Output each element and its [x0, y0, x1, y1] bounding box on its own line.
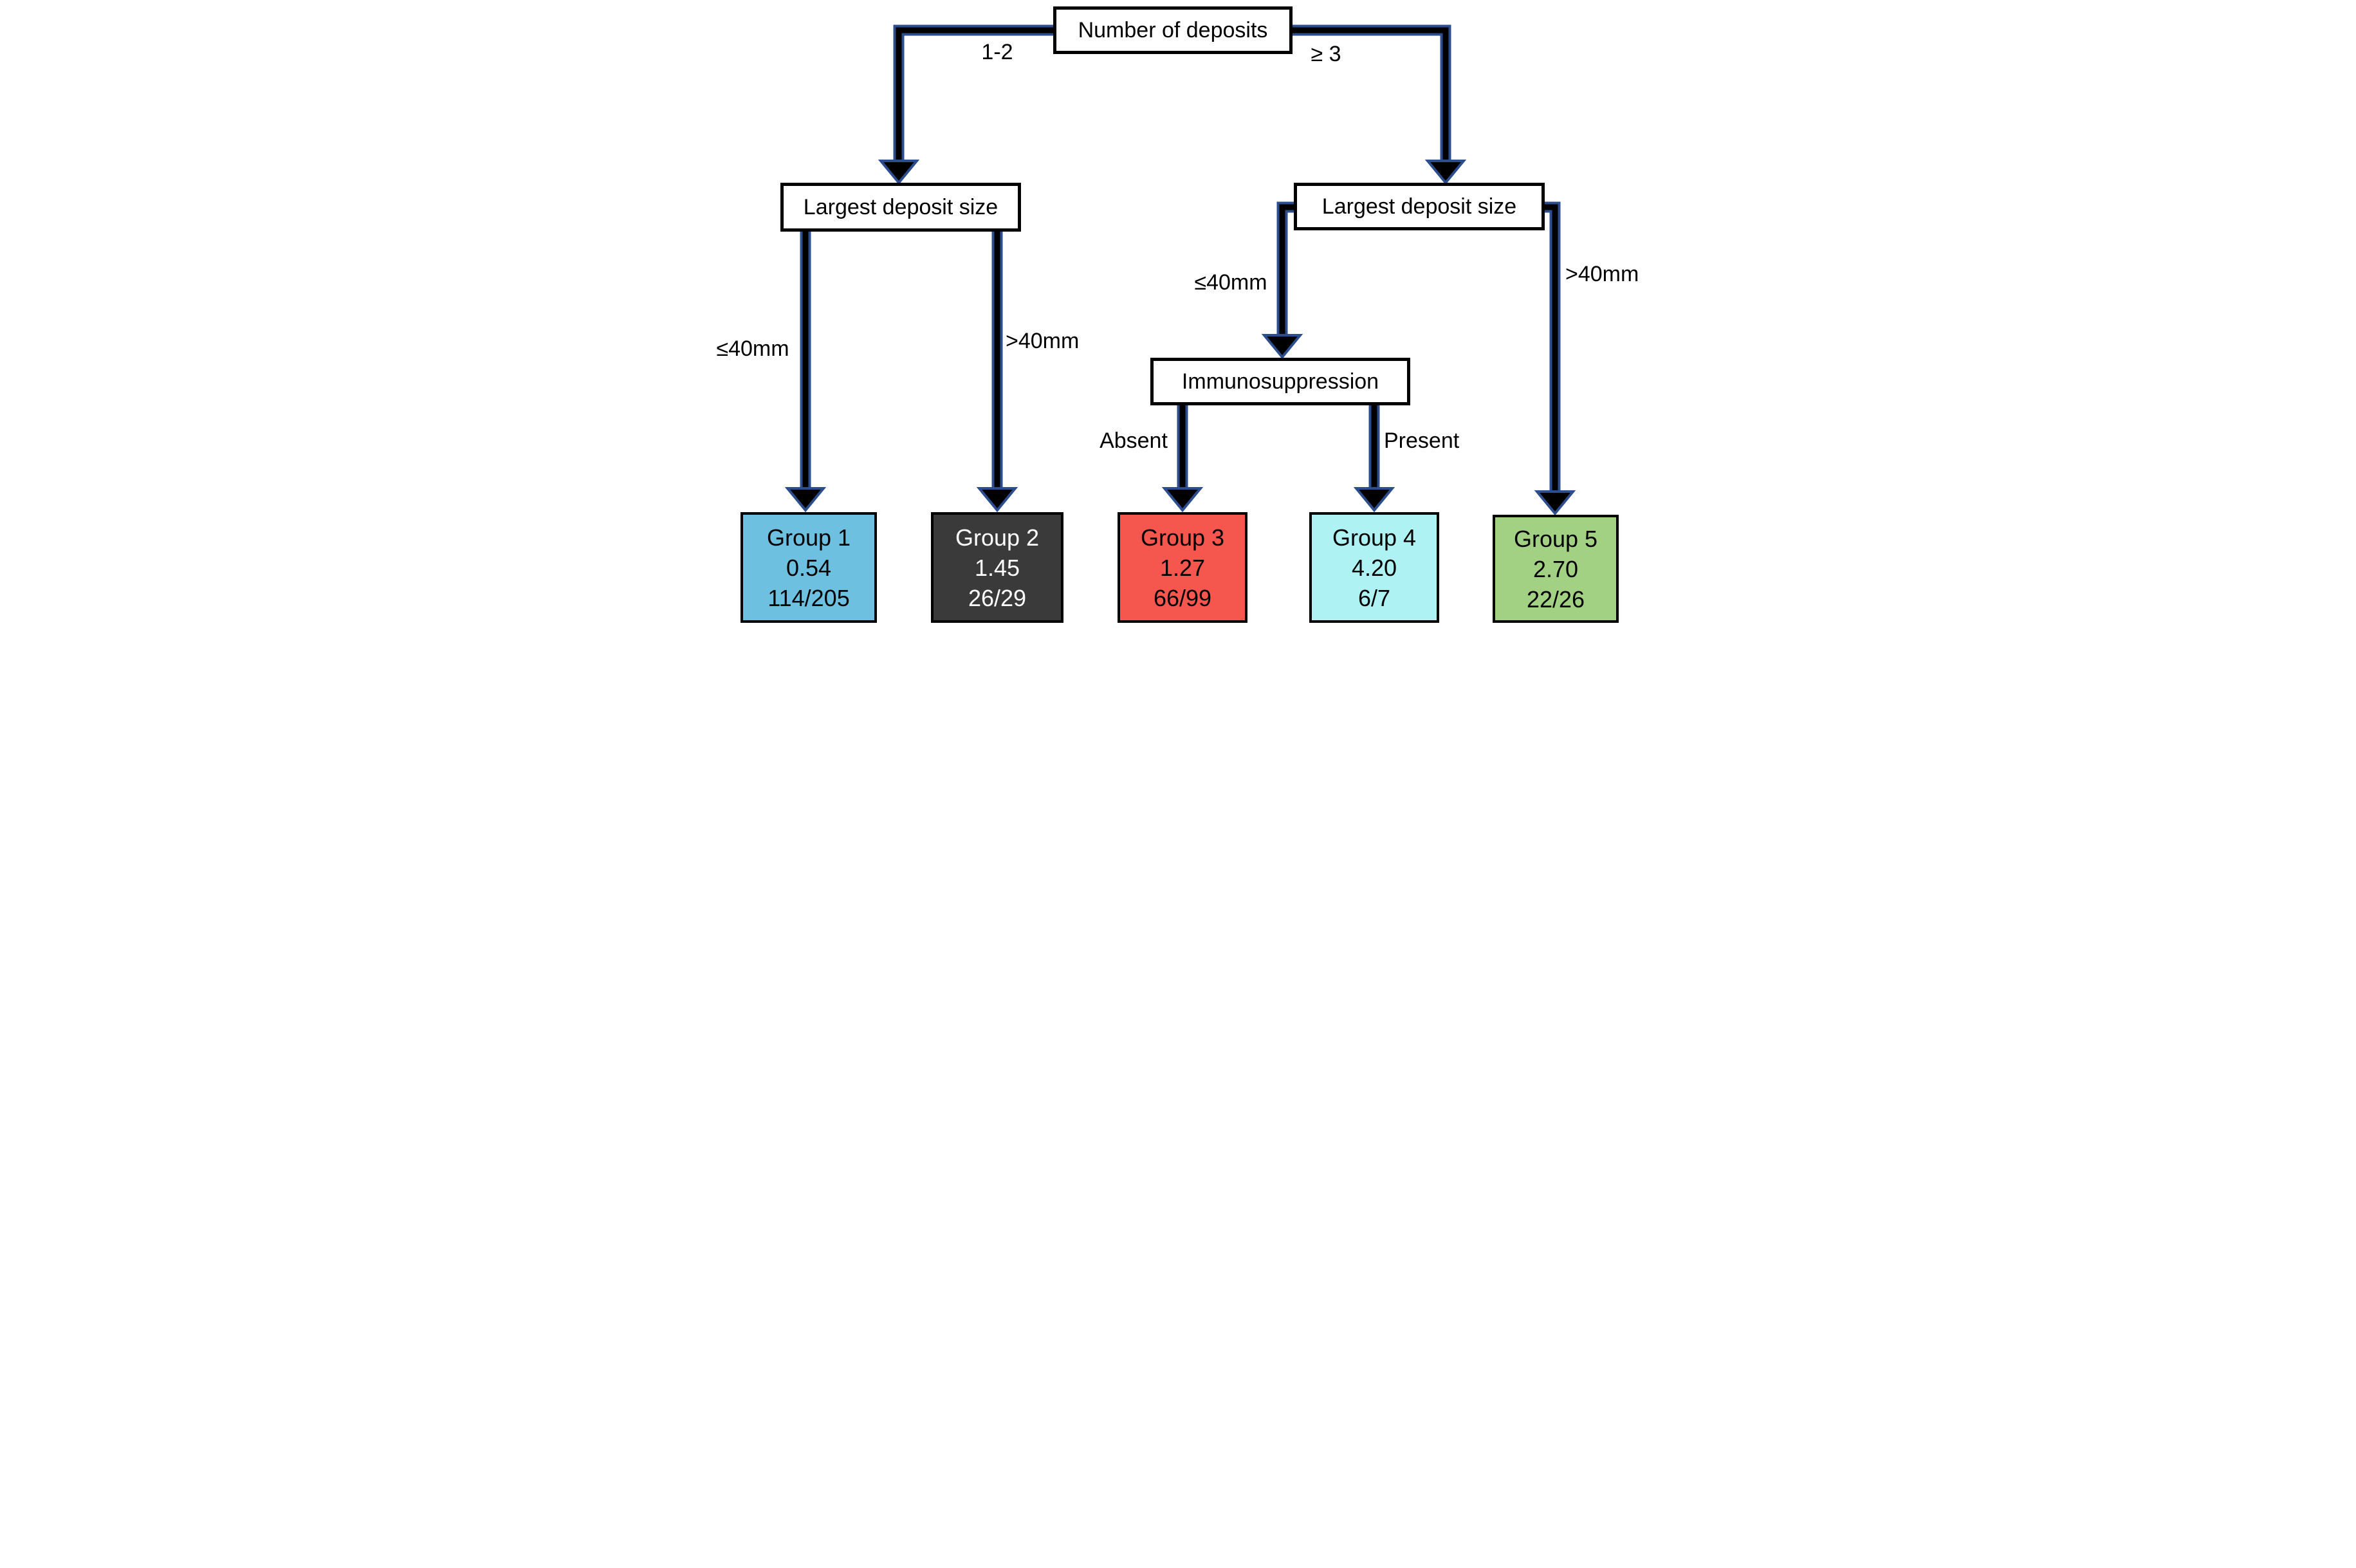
node-left-largest-deposit-size-label: Largest deposit size	[803, 194, 999, 219]
edge-label-present: Present	[1384, 429, 1460, 453]
node-immunosuppression-label: Immunosuppression	[1181, 369, 1379, 394]
edge-label-absent: Absent	[1100, 429, 1168, 453]
group4-name: Group 4	[1332, 524, 1417, 551]
arrowhead-right-size	[1424, 160, 1467, 185]
arrowhead-left-size	[878, 160, 920, 185]
edge-label-right-le40mm: ≤40mm	[1194, 270, 1267, 295]
group2-box: Group 2 1.45 26/29	[931, 512, 1063, 623]
edge-label-ge-3: ≥ 3	[1311, 42, 1341, 66]
group2-name: Group 2	[955, 524, 1040, 551]
node-number-of-deposits-label: Number of deposits	[1078, 17, 1268, 42]
decision-tree-diagram: Number of deposits Largest deposit size …	[707, 0, 1649, 627]
node-left-largest-deposit-size: Largest deposit size	[780, 183, 1021, 232]
group4-box: Group 4 4.20 6/7	[1309, 512, 1439, 623]
edge-label-left-le40mm: ≤40mm	[716, 337, 789, 361]
node-immunosuppression: Immunosuppression	[1150, 358, 1410, 405]
node-right-largest-deposit-size: Largest deposit size	[1294, 183, 1545, 230]
edge-root-to-right-size-line	[1293, 27, 1449, 162]
node-number-of-deposits: Number of deposits	[1053, 6, 1293, 54]
group2-value: 1.45	[974, 554, 1020, 581]
group2-fraction: 26/29	[968, 584, 1027, 611]
group5-name: Group 5	[1513, 525, 1598, 552]
group1-box: Group 1 0.54 114/205	[741, 512, 877, 623]
edge-label-right-gt40mm: >40mm	[1565, 262, 1639, 286]
group3-fraction: 66/99	[1153, 584, 1212, 611]
edge-label-left-gt40mm: >40mm	[1006, 329, 1080, 353]
node-right-largest-deposit-size-label: Largest deposit size	[1321, 194, 1517, 219]
group3-name: Group 3	[1140, 524, 1225, 551]
edge-rightsize-to-immuno-line	[1279, 204, 1294, 337]
group1-fraction: 114/205	[768, 584, 850, 611]
group4-value: 4.20	[1351, 554, 1397, 581]
group5-fraction: 22/26	[1526, 586, 1585, 613]
arrowhead-group1	[784, 487, 827, 513]
edge-root-to-left-size-line	[896, 27, 1053, 162]
group5-box: Group 5 2.70 22/26	[1493, 515, 1619, 623]
edge-rightsize-to-group5-line	[1545, 204, 1558, 493]
connector-layer	[784, 24, 1576, 516]
arrowhead-group3	[1161, 487, 1204, 513]
group1-name: Group 1	[766, 524, 851, 551]
arrowhead-group2	[976, 487, 1018, 513]
group3-box: Group 3 1.27 66/99	[1118, 512, 1247, 623]
group1-value: 0.54	[786, 554, 832, 581]
edge-label-1-2: 1-2	[981, 40, 1013, 64]
group5-value: 2.70	[1532, 555, 1579, 582]
group3-value: 1.27	[1159, 554, 1206, 581]
arrowhead-group4	[1353, 487, 1395, 513]
group4-fraction: 6/7	[1357, 584, 1391, 611]
arrowhead-group5	[1534, 490, 1576, 516]
arrowhead-immuno	[1261, 334, 1303, 360]
